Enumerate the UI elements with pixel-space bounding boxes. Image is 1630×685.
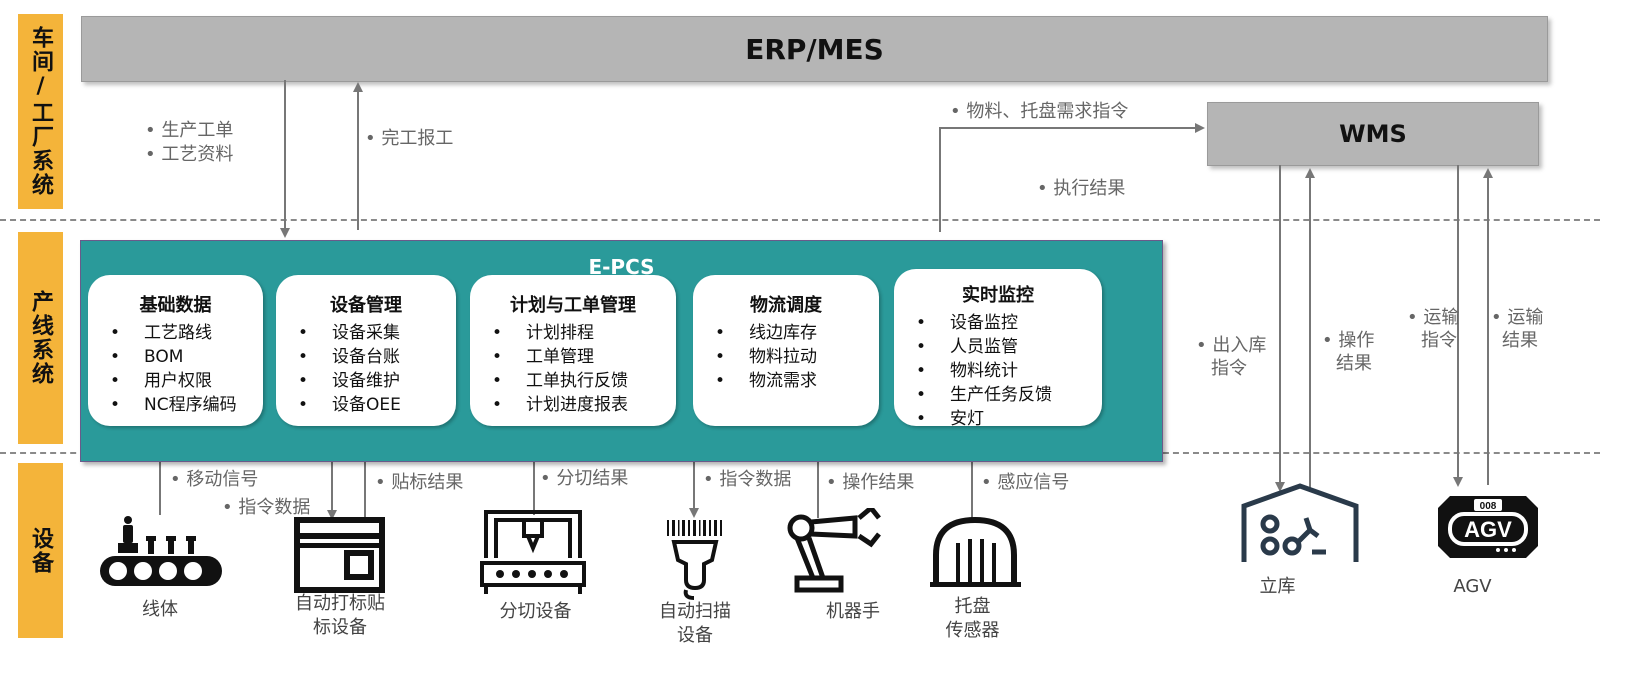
module-item: •生产任务反馈 <box>916 385 1052 405</box>
device-label-tray-sensor: 托盘传感器 <box>945 596 1000 641</box>
device-label-labeler: 自动打标贴标设备 <box>295 593 385 638</box>
agv-number: 008 <box>1480 501 1497 512</box>
flow-label-sense-signal: • 感应信号 <box>981 472 1070 493</box>
flow-label-exec-result: • 执行结果 <box>1037 178 1126 199</box>
module-realtime-monitoring: 实时监控 •设备监控 •人员监管 •物料统计 •生产任务反馈 •安灯 <box>894 269 1102 429</box>
flow-label-label-result: • 贴标结果 <box>375 472 464 493</box>
module-item: •设备维护 <box>298 371 400 391</box>
erp-mes-label: ERP/MES <box>745 32 884 66</box>
module-item: •计划进度报表 <box>492 395 628 415</box>
cutter-icon <box>480 510 586 594</box>
lane-line-system: 产线系统 <box>18 232 63 444</box>
module-item: •设备OEE <box>298 395 401 415</box>
module-item: •人员监管 <box>916 337 1018 357</box>
module-logistics-dispatch: 物流调度 •线边库存 •物料拉动 •物流需求 <box>693 275 879 426</box>
arrow-epcs-to-wms <box>939 123 1205 232</box>
module-item: •计划排程 <box>492 323 594 343</box>
lane-workshop-system: 车间/工厂系统 <box>18 14 63 209</box>
module-item: •设备台账 <box>298 347 400 367</box>
module-title: 计划与工单管理 <box>510 295 636 316</box>
device-label-robot: 机器手 <box>826 601 880 622</box>
module-item: •安灯 <box>916 409 984 429</box>
warehouse-icon <box>1241 483 1359 562</box>
module-title: 物流调度 <box>750 295 822 316</box>
module-item: •工单管理 <box>492 347 594 367</box>
erp-mes-box: ERP/MES <box>81 16 1548 82</box>
module-item: •设备采集 <box>298 323 400 343</box>
module-item: •设备监控 <box>916 313 1018 333</box>
flow-label-process-data: • 工艺资料 <box>145 144 234 165</box>
device-label-warehouse: 立库 <box>1259 576 1296 597</box>
module-title: 基础数据 <box>139 295 212 316</box>
flow-label-cut-result: • 分切结果 <box>540 468 629 489</box>
device-label-line-body: 线体 <box>142 599 178 620</box>
flow-label-cmd-data-1: • 指令数据 <box>222 497 311 518</box>
flow-label-transport-cmd: • 运输 <box>1407 307 1460 328</box>
module-item: •用户权限 <box>110 371 212 391</box>
tray-sensor-icon <box>930 516 1021 587</box>
module-device-management: 设备管理 •设备采集 •设备台账 •设备维护 •设备OEE <box>276 275 456 426</box>
flow-label-completion-report: • 完工报工 <box>365 128 454 149</box>
wms-box: WMS <box>1207 102 1539 166</box>
scanner-icon <box>667 520 722 600</box>
module-basic-data: 基础数据 •工艺路线 •BOM •用户权限 •NC程序编码 <box>88 275 263 426</box>
module-item: •工单执行反馈 <box>492 371 628 391</box>
flow-label-material-request: • 物料、托盘需求指令 <box>950 101 1129 122</box>
module-item: •物流需求 <box>715 371 817 391</box>
module-item: •工艺路线 <box>110 323 212 343</box>
module-title: 设备管理 <box>330 295 402 316</box>
flow-label-production-order: • 生产工单 <box>145 120 234 141</box>
module-item: •物料拉动 <box>715 347 817 367</box>
flow-label-cmd-data-2: • 指令数据 <box>703 469 792 490</box>
flow-label-inout-cmd: • 出入库 <box>1196 335 1267 356</box>
device-label-cutter: 分切设备 <box>499 601 572 622</box>
module-item: •BOM <box>110 347 184 367</box>
flow-label-op-result-3: • 操作结果 <box>826 472 915 493</box>
flow-label-op-result-2: 结果 <box>1336 353 1372 374</box>
flow-label-transport-result-2: 结果 <box>1502 330 1538 351</box>
agv-badge-text: AGV <box>1464 517 1512 542</box>
flow-label-transport-cmd-2: 指令 <box>1421 330 1457 351</box>
flow-label-op-result: • 操作 <box>1322 330 1375 351</box>
lane-divider-top <box>0 219 1600 221</box>
module-item: •NC程序编码 <box>110 395 237 415</box>
robot-arm-icon <box>787 508 881 593</box>
module-plan-order-management: 计划与工单管理 •计划排程 •工单管理 •工单执行反馈 •计划进度报表 <box>470 275 676 426</box>
labeler-icon <box>294 517 385 593</box>
module-title: 实时监控 <box>962 285 1034 306</box>
flow-label-inout-cmd-2: 指令 <box>1211 358 1247 379</box>
module-item: •物料统计 <box>916 361 1018 381</box>
conveyor-icon <box>100 516 222 586</box>
lane-device: 设备 <box>18 463 63 638</box>
module-item: •线边库存 <box>715 323 817 343</box>
flow-label-move-signal: • 移动信号 <box>170 469 259 490</box>
agv-icon: 008 AGV <box>1438 496 1538 558</box>
wms-label: WMS <box>1339 120 1407 148</box>
device-label-agv: AGV <box>1453 576 1492 597</box>
device-label-scanner: 自动扫描设备 <box>659 601 731 646</box>
epcs-container: E-PCS 基础数据 •工艺路线 •BOM •用户权限 •NC程序编码 设备管理… <box>80 240 1163 462</box>
flow-label-transport-result: • 运输 <box>1491 307 1544 328</box>
